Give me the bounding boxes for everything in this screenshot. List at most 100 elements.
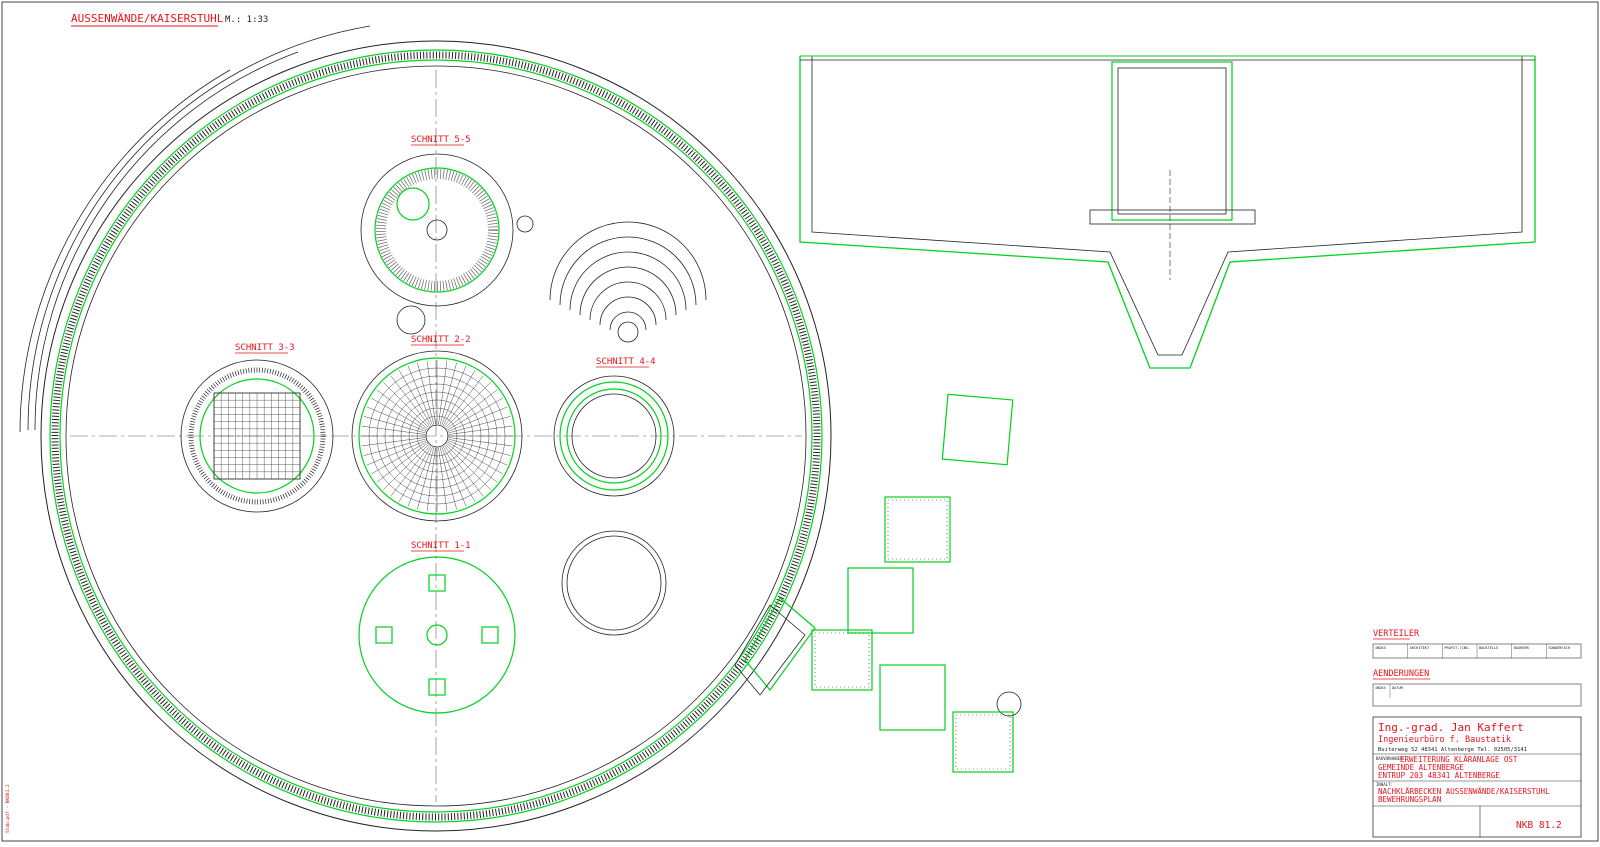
- aenderungen-table: [1372, 683, 1582, 707]
- detail-square-2: [884, 496, 951, 563]
- footer-note: Stab.pdf - NKB81.2: [5, 784, 11, 833]
- ring-bar: [368, 367, 506, 505]
- section-4-4-inner: [571, 393, 657, 479]
- section-4-4-green-inner: [566, 388, 662, 484]
- detail-square-6: [952, 711, 1014, 773]
- section-1-1-post-top: [428, 574, 446, 592]
- section-4-4-green-outer: [559, 381, 669, 491]
- section-3-3-green: [199, 378, 315, 494]
- title-block: VERTEILER INDEX ARCHITEKT PRÜFST./ING. BAUS…: [1372, 629, 1582, 838]
- ring-bar: [400, 399, 474, 473]
- section-4-4: SCHNITT 4-4: [553, 357, 675, 497]
- section-1-1-core: [426, 624, 448, 646]
- verteiler-heading: VERTEILER: [1373, 629, 1420, 639]
- dimension-arc-1: [34, 51, 299, 431]
- ring-bar: [392, 391, 482, 481]
- content-line-1: NACHKLÄRBECKEN AUSSENWÄNDE/KAISERSTUHL: [1378, 787, 1550, 796]
- detail-square-2-grid: [887, 499, 948, 560]
- section-5-5-mesh: [376, 169, 498, 291]
- section-2-2-label: SCHNITT 2-2: [411, 335, 471, 345]
- detail-square-4: [811, 629, 873, 691]
- office-box: [1372, 716, 1582, 838]
- section-5-5-outer: [360, 153, 514, 307]
- section-2-2-radial-bars: [361, 360, 513, 512]
- aenderungen-columns: INDEX DATUM: [1375, 684, 1404, 698]
- center-column-outline: [1117, 67, 1227, 215]
- detail-small-circle-3: [996, 691, 1022, 717]
- project-label: BAUVORHABEN:: [1376, 756, 1405, 761]
- detail-small-circle-2: [516, 215, 534, 233]
- tank-wall-reinforcement-hatch: [51, 51, 821, 821]
- section-4-4-label: SCHNITT 4-4: [596, 357, 656, 367]
- detail-ring-outer: [561, 530, 667, 636]
- arc-stack-5: [589, 281, 667, 321]
- center-column-green: [1111, 61, 1233, 221]
- section-2-2-core: [425, 424, 449, 448]
- section-3-3-label: SCHNITT 3-3: [235, 343, 295, 353]
- detail-square-3: [847, 567, 914, 634]
- section-1-1: SCHNITT 1-1: [358, 541, 516, 714]
- tank-plan-view: [19, 25, 832, 832]
- verteiler-col-1: ARCHITEKT: [1410, 646, 1430, 650]
- ring-bar: [384, 383, 490, 489]
- detail-square-5: [879, 664, 946, 731]
- aenderungen-col-1: DATUM: [1392, 686, 1404, 690]
- section-1-1-post-right: [481, 626, 499, 644]
- arc-stack-1: [549, 221, 707, 301]
- center-beam: [1089, 209, 1256, 225]
- arc-stack-3: [569, 251, 687, 311]
- dimension-arc-2: [27, 25, 371, 431]
- section-5-5-opening: [396, 187, 430, 221]
- verteiler-col-5: SONDERFACH: [1548, 646, 1570, 650]
- project-line-3: ENTRUP 203 48341 ALTENBERGE: [1378, 771, 1500, 780]
- engineer-name: Ing.-grad. Jan Kaffert: [1378, 721, 1524, 734]
- arc-stack-7: [609, 311, 647, 331]
- section-5-5-core: [426, 219, 448, 241]
- verteiler-col-4: BAUHERR: [1514, 646, 1530, 650]
- section-3-3-mesh: [213, 392, 301, 480]
- arc-stack-center: [617, 321, 639, 343]
- tank-green-outline-inner: [59, 59, 813, 813]
- aenderungen-heading: AENDERUNGEN: [1373, 669, 1429, 679]
- content-line-2: BEWEHRUNGSPLAN: [1378, 795, 1441, 804]
- verteiler-col-3: BAUSTELLE: [1479, 646, 1498, 650]
- section-1-1-green: [358, 556, 516, 714]
- main-title: AUSSENWÄNDE/KAISERSTUHL: [71, 12, 224, 25]
- tank-outer-wall: [40, 40, 832, 832]
- channel-outlet: [734, 597, 816, 696]
- detail-square-1: [941, 393, 1014, 466]
- project-line-1: ERWEITERUNG KLÄRANLAGE OST: [1400, 755, 1518, 764]
- arc-stack-4: [579, 266, 677, 316]
- cross-section-inner-outline: [811, 56, 1523, 356]
- ring-bar: [416, 415, 458, 457]
- detail-square-4-grid: [814, 632, 870, 688]
- section-4-4-outer: [553, 375, 675, 497]
- arc-stack-6: [599, 296, 657, 326]
- section-2-2-green: [358, 357, 516, 515]
- concentric-arc-stack: [549, 221, 707, 343]
- drawing-number: NKB 81.2: [1516, 820, 1562, 831]
- dimension-arc-3: [19, 69, 231, 433]
- section-1-1-post-left: [375, 626, 393, 644]
- detail-ring-inner: [566, 535, 662, 631]
- section-5-5-label: SCHNITT 5-5: [411, 135, 471, 145]
- section-3-3-ring-hatch: [188, 367, 326, 505]
- engineer-address: Buiterweg 52 48341 Altenberge Tel. 02505…: [1378, 747, 1527, 753]
- ring-bar: [408, 407, 466, 465]
- scale-label: M.: 1:33: [225, 15, 268, 25]
- verteiler-col-2: PRÜFST./ING.: [1444, 645, 1470, 650]
- section-1-1-post-bottom: [428, 678, 446, 696]
- arc-stack-2: [559, 236, 697, 306]
- aenderungen-col-0: INDEX: [1375, 686, 1387, 690]
- section-3-3-outer: [180, 359, 334, 513]
- tank-cross-section: [799, 55, 1536, 369]
- channel-green-outline: [744, 597, 816, 691]
- detail-square-6-grid: [955, 714, 1011, 770]
- section-2-2-outer: [351, 350, 523, 522]
- cross-section-green-outline: [799, 56, 1536, 369]
- tank-inner-wall: [65, 65, 807, 807]
- section-5-5-green: [374, 167, 500, 293]
- square-details: [811, 393, 1014, 773]
